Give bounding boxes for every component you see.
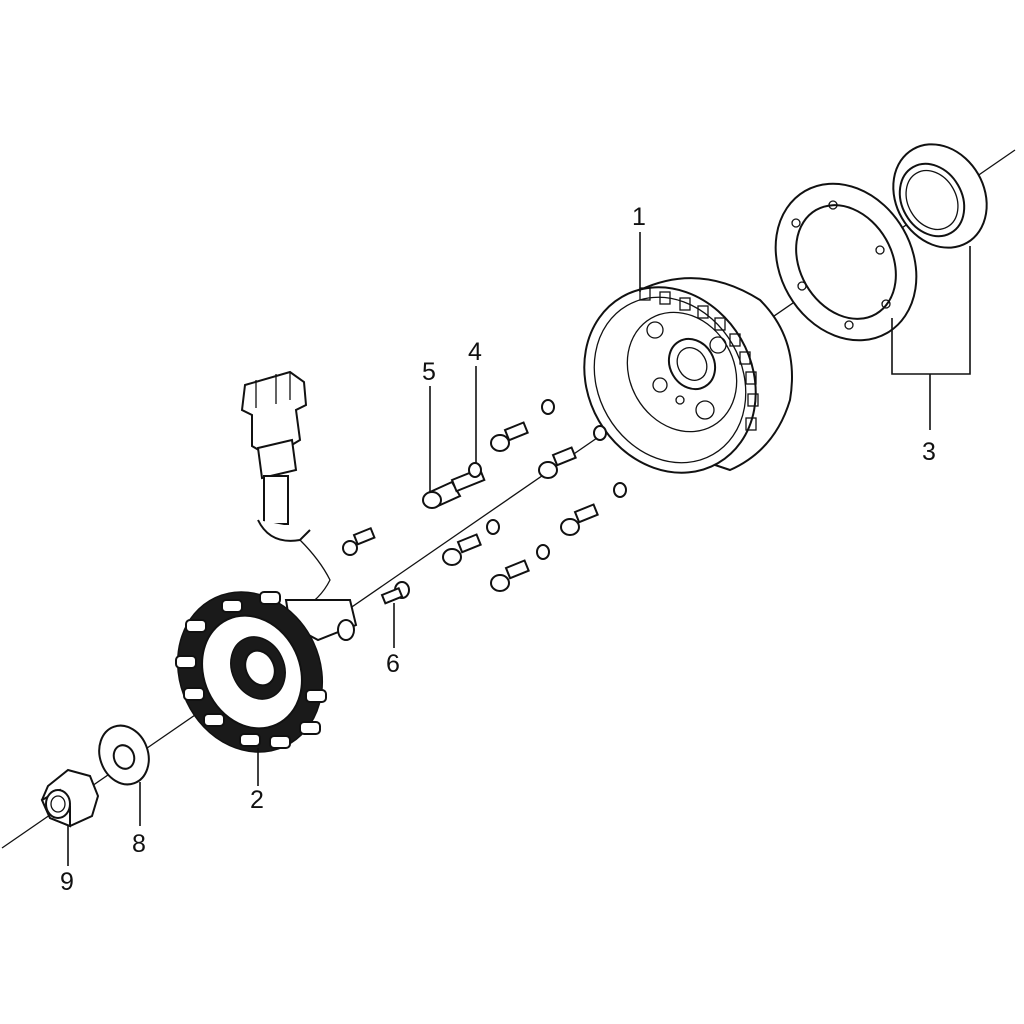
seal-part-3 <box>892 143 988 249</box>
ring-part-3 <box>774 182 918 342</box>
bolt-part-6 <box>380 581 410 605</box>
leader-bracket-3 <box>891 246 971 430</box>
bolt-mid <box>538 446 577 479</box>
washer <box>486 519 500 535</box>
washer <box>593 425 607 441</box>
bolt-upper <box>490 421 529 452</box>
bolt-bottom <box>490 559 530 592</box>
bolt-right-lower <box>560 503 599 536</box>
washer-part-4 <box>468 462 482 478</box>
label-part-5: 5 <box>422 358 436 386</box>
label-part-6: 6 <box>386 650 400 678</box>
washer <box>541 399 555 415</box>
label-part-1: 1 <box>632 203 646 231</box>
flat-washer-part-8 <box>98 724 150 786</box>
bolt-center-lower <box>442 533 482 566</box>
stator-part-2 <box>175 591 327 753</box>
label-part-9: 9 <box>60 868 74 896</box>
label-part-2: 2 <box>250 786 264 814</box>
label-part-8: 8 <box>132 830 146 858</box>
bolt-left <box>342 526 376 556</box>
wire-harness-connector <box>240 370 358 642</box>
washer <box>613 482 627 498</box>
flywheel-rotor-part-1 <box>583 277 793 474</box>
nut-part-9 <box>40 768 100 828</box>
label-part-4: 4 <box>468 338 482 366</box>
washer <box>536 544 550 560</box>
label-part-3: 3 <box>922 438 936 466</box>
